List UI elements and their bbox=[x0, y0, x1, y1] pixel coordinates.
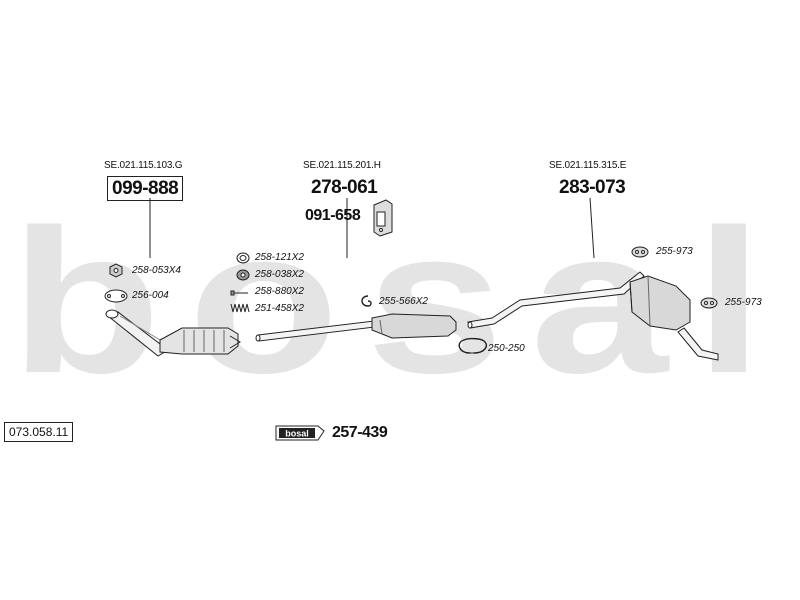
group-front-ref: SE.021.115.103.G bbox=[104, 160, 183, 171]
rear-pipe bbox=[467, 271, 645, 329]
clamp-icon bbox=[458, 337, 488, 354]
kit-logo: bosal bbox=[275, 425, 325, 441]
group-rear-number[interactable]: 283-073 bbox=[559, 177, 626, 198]
intermediate-pipe bbox=[255, 320, 376, 342]
bracket-091-658-icon bbox=[373, 199, 393, 237]
diagram-id: 073.058.11 bbox=[4, 422, 74, 442]
part-label-ring-2[interactable]: 258-038X2 bbox=[255, 269, 304, 280]
part-label-gasket[interactable]: 256-004 bbox=[132, 290, 169, 301]
leader-line-rear bbox=[589, 197, 595, 259]
kit-number[interactable]: 257-439 bbox=[332, 424, 388, 441]
group-rear-ref: SE.021.115.315.E bbox=[549, 160, 627, 171]
spring-icon bbox=[230, 303, 250, 313]
part-label-hanger-mid[interactable]: 255-566X2 bbox=[379, 296, 428, 307]
part-label-nut[interactable]: 258-053X4 bbox=[132, 265, 181, 276]
hanger-rear-right-icon bbox=[700, 297, 718, 309]
bracket-part-number[interactable]: 091-658 bbox=[305, 207, 361, 224]
hanger-rear-top-icon bbox=[631, 246, 649, 258]
part-label-ring-1[interactable]: 258-121X2 bbox=[255, 252, 304, 263]
kit-logo-text: bosal bbox=[285, 429, 309, 439]
leader-lines bbox=[149, 197, 595, 259]
part-label-hanger-rear-right[interactable]: 255-973 bbox=[725, 297, 762, 308]
rear-silencer bbox=[629, 275, 691, 331]
group-front-number[interactable]: 099-888 bbox=[107, 176, 184, 201]
gasket-icon bbox=[104, 289, 128, 303]
catalytic-converter bbox=[159, 327, 241, 355]
mounting-parts bbox=[104, 246, 718, 354]
part-label-bolt[interactable]: 258-880X2 bbox=[255, 286, 304, 297]
tail-pipe bbox=[677, 327, 719, 361]
hanger-mid-icon bbox=[361, 295, 372, 307]
middle-silencer bbox=[371, 313, 457, 339]
part-label-spring[interactable]: 251-458X2 bbox=[255, 303, 304, 314]
part-label-hanger-rear-top[interactable]: 255-973 bbox=[656, 246, 693, 257]
part-label-clamp[interactable]: 250-250 bbox=[488, 343, 525, 354]
group-middle-number[interactable]: 278-061 bbox=[311, 177, 378, 198]
group-middle-ref: SE.021.115.201.H bbox=[303, 160, 381, 171]
